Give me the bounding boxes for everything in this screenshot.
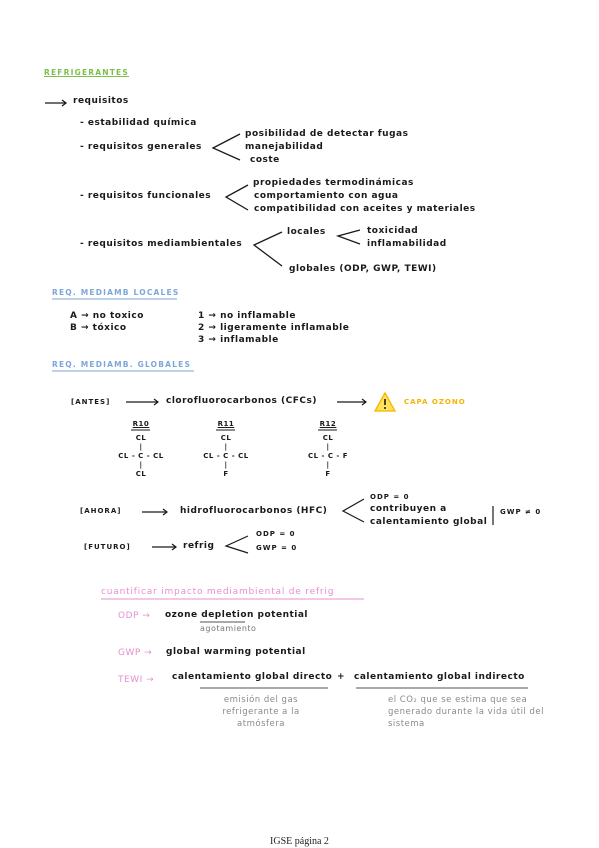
- funcionales-item: propiedades termodinámicas: [253, 178, 414, 188]
- molecule-top: CL: [135, 434, 147, 442]
- tewi-plus: +: [337, 672, 346, 682]
- odp-value: ozone depletion potential: [165, 610, 309, 620]
- bond: |: [224, 461, 228, 469]
- molecule-mid: CL - C - F: [307, 452, 349, 460]
- futuro-odp: ODP = 0: [256, 530, 296, 538]
- futuro-desc: refrig: [183, 541, 215, 551]
- generales-item: posibilidad de detectar fugas: [245, 129, 409, 139]
- page-title: REFRIGERANTES: [44, 68, 129, 77]
- futuro-tag: [FUTURO]: [84, 543, 131, 551]
- locales-item: inflamabilidad: [367, 239, 447, 249]
- molecule-mid: CL - C - CL: [203, 452, 249, 460]
- locales-heading: REQ. MEDIAMB LOCALES: [52, 288, 180, 297]
- molecule-r11: R11 CL | CL - C - CL | F: [195, 420, 257, 479]
- req-generales: - requisitos generales: [80, 142, 202, 152]
- inf-item: 2 → ligeramente inflamable: [198, 323, 350, 333]
- tewi-directo: calentamiento global directo: [172, 672, 333, 682]
- page-footer: IGSE página 2: [270, 836, 329, 847]
- impacto-heading: cuantificar impacto mediambiental de ref…: [101, 587, 335, 597]
- bond: |: [224, 443, 228, 451]
- molecule-bottom: F: [325, 470, 331, 478]
- requisitos-label: requisitos: [73, 96, 129, 106]
- molecule-top: CL: [322, 434, 334, 442]
- molecule-bottom: F: [223, 470, 229, 478]
- funcionales-item: comportamiento con agua: [254, 191, 399, 201]
- molecule-name: R10: [132, 420, 150, 428]
- ahora-tag: [AHORA]: [80, 507, 122, 515]
- req-funcionales: - requisitos funcionales: [80, 191, 212, 201]
- tox-item: A → no toxico: [70, 311, 144, 321]
- molecule-r12: R12 CL | CL - C - F | F: [297, 420, 359, 479]
- ahora-contrib: contribuyen a: [370, 504, 447, 514]
- antes-desc: clorofluorocarbonos (CFCs): [166, 396, 317, 406]
- antes-tag: [ANTES]: [71, 398, 111, 406]
- molecule-bottom: CL: [135, 470, 147, 478]
- warning-icon: [374, 392, 396, 412]
- molecule-name: R12: [319, 420, 337, 428]
- tewi-indirecto: calentamiento global indirecto: [354, 672, 525, 682]
- ahora-desc: hidrofluorocarbonos (HFC): [180, 506, 328, 516]
- locales-item: toxicidad: [367, 226, 419, 236]
- bond: |: [139, 443, 143, 451]
- directo-note: emisión del gas refrigerante a la atmósf…: [222, 695, 300, 729]
- gwp-key: GWP →: [118, 648, 153, 658]
- ozone-label: CAPA OZONO: [404, 398, 466, 406]
- gwp-value: global warming potential: [166, 647, 306, 657]
- globales-heading: REQ. MEDIAMB. GLOBALES: [52, 360, 192, 369]
- bond: |: [326, 443, 330, 451]
- globales-label: globales (ODP, GWP, TEWI): [289, 264, 437, 274]
- odp-key: ODP →: [118, 611, 151, 621]
- ahora-odp: ODP = 0: [370, 493, 410, 501]
- inf-item: 3 → inflamable: [198, 335, 279, 345]
- ahora-gwp: GWP ≠ 0: [500, 508, 542, 516]
- molecule-top: CL: [220, 434, 232, 442]
- funcionales-item: compatibilidad con aceites y materiales: [254, 204, 476, 214]
- req-mediambientales: - requisitos mediambientales: [80, 239, 243, 249]
- molecule-r10: R10 CL | CL - C - CL | CL: [110, 420, 172, 479]
- molecule-mid: CL - C - CL: [118, 452, 164, 460]
- futuro-gwp: GWP = 0: [256, 544, 298, 552]
- generales-item: manejabilidad: [245, 142, 324, 152]
- inf-item: 1 → no inflamable: [198, 311, 296, 321]
- bond: |: [139, 461, 143, 469]
- ahora-contrib: calentamiento global: [370, 517, 488, 527]
- req-quimica: - estabilidad química: [80, 118, 197, 128]
- bond: |: [326, 461, 330, 469]
- locales-label: locales: [287, 227, 326, 237]
- tox-item: B → tóxico: [70, 323, 127, 333]
- generales-item: coste: [250, 155, 280, 165]
- tewi-key: TEWI →: [118, 675, 155, 685]
- indirecto-note: el CO₂ que se estima que sea generado du…: [388, 695, 544, 729]
- molecule-name: R11: [217, 420, 235, 428]
- odp-note: agotamiento: [200, 624, 257, 633]
